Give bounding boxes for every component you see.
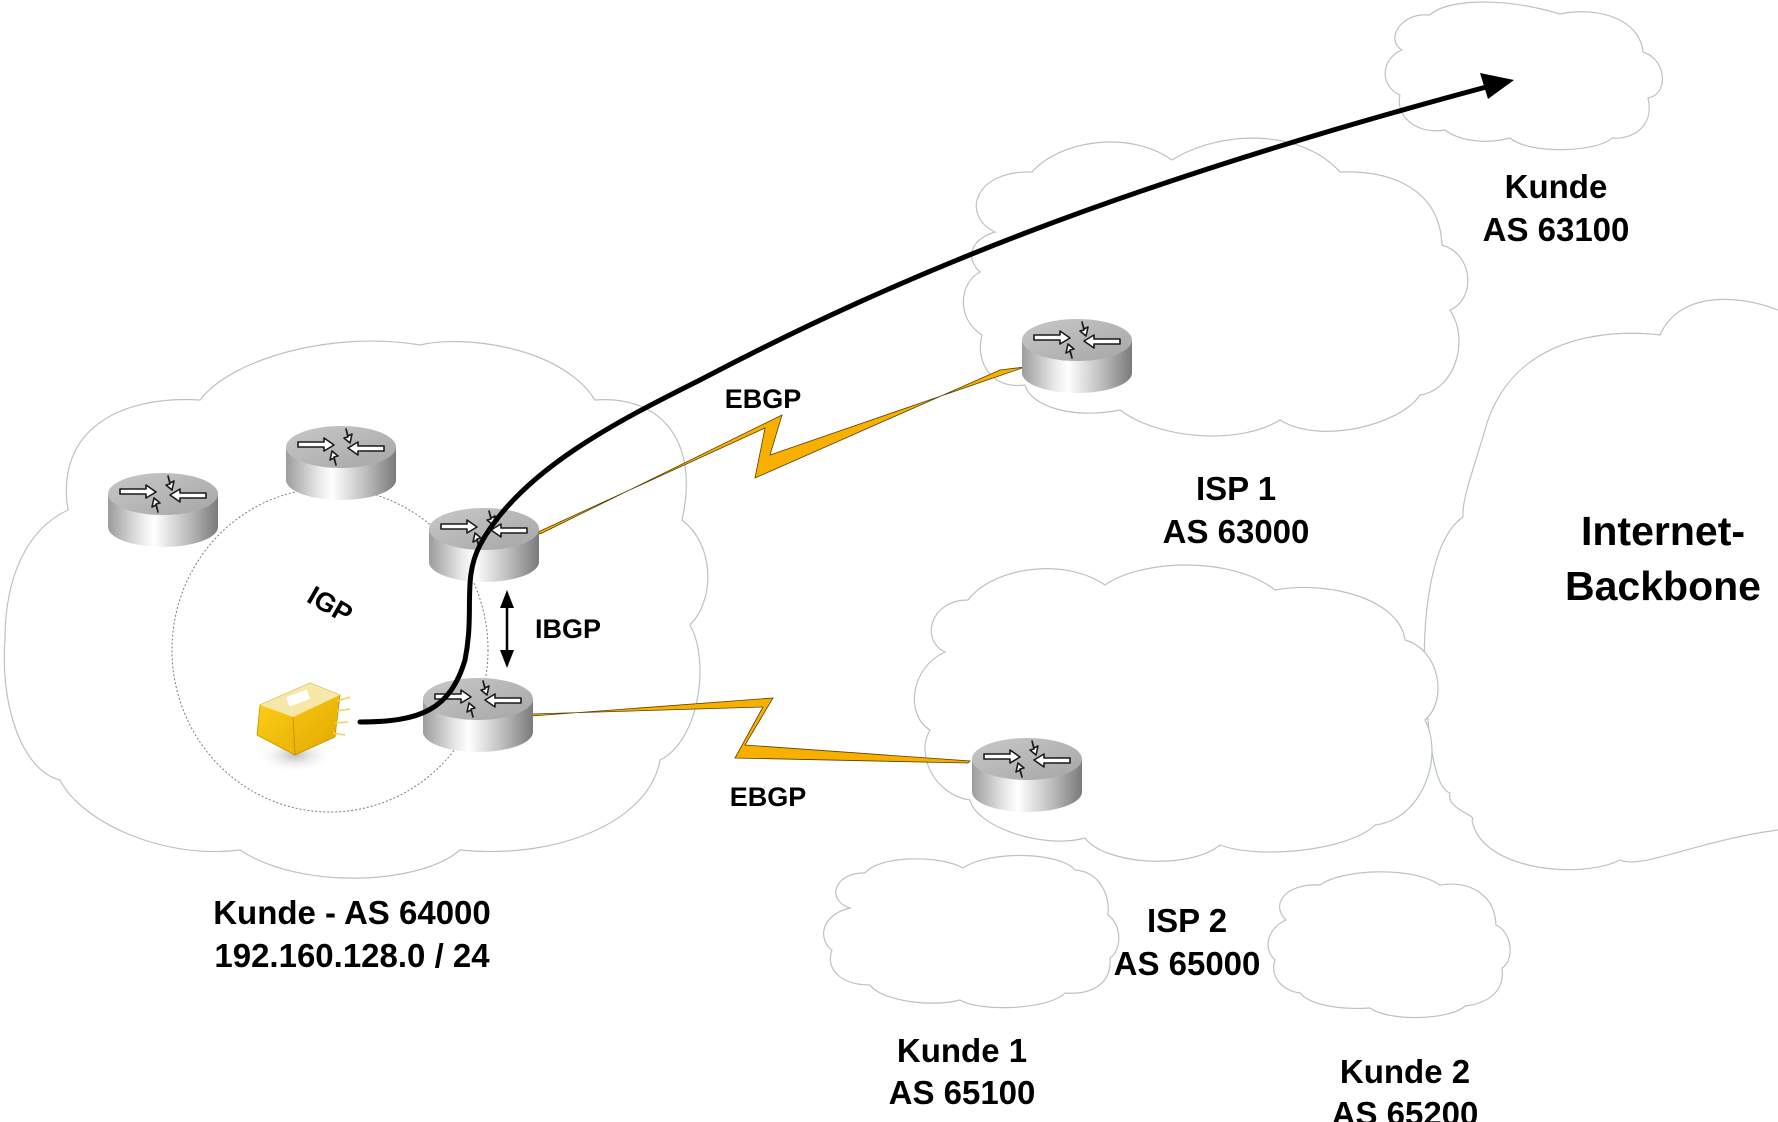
cloud-kunde1 [823,854,1120,1009]
kunde-as64000-label: Kunde - AS 64000 [213,894,491,931]
cloud-isp2 [913,564,1439,862]
kunde-as63100-as-label: AS 63100 [1483,211,1630,248]
kunde-as64000-prefix: 192.160.128.0 / 24 [214,937,490,974]
cloud-kunde-as64000 [3,340,709,879]
router-icon[interactable] [422,677,534,753]
route-path-arrow [357,83,1493,725]
router-icon[interactable] [428,507,540,583]
isp1-as-label: AS 63000 [1163,513,1310,550]
ebgp-link-isp2[interactable] [531,697,971,764]
isp2-label: ISP 2 [1147,902,1227,939]
ebgp-isp2-label: EBGP [730,782,807,812]
ibgp-label: IBGP [535,614,601,644]
arrowhead-icon [1480,73,1514,99]
internet-backbone-label-1: Internet- [1581,508,1745,554]
kunde-as63100-label: Kunde [1505,168,1608,205]
router-icon[interactable] [1021,318,1133,394]
internet-backbone-label-2: Backbone [1565,563,1761,609]
isp1-label: ISP 1 [1196,470,1276,507]
isp2-as-label: AS 65000 [1114,945,1261,982]
ebgp-isp1-label: EBGP [725,384,802,414]
ibgp-double-arrow-icon [500,590,514,668]
kunde1-label: Kunde 1 [897,1032,1027,1069]
cloud-internet-backbone [1423,298,1778,871]
router-icon[interactable] [285,425,397,501]
kunde1-as-label: AS 65100 [889,1074,1036,1111]
kunde2-as-label: AS 65200 [1332,1095,1479,1122]
router-icon[interactable] [971,737,1083,813]
cloud-isp1 [962,137,1469,437]
kunde2-label: Kunde 2 [1340,1053,1470,1090]
cloud-kunde2 [1267,871,1511,1019]
cloud-kunde-as63100 [1384,1,1663,151]
packet-icon[interactable] [256,682,351,773]
router-icon[interactable] [107,472,219,548]
